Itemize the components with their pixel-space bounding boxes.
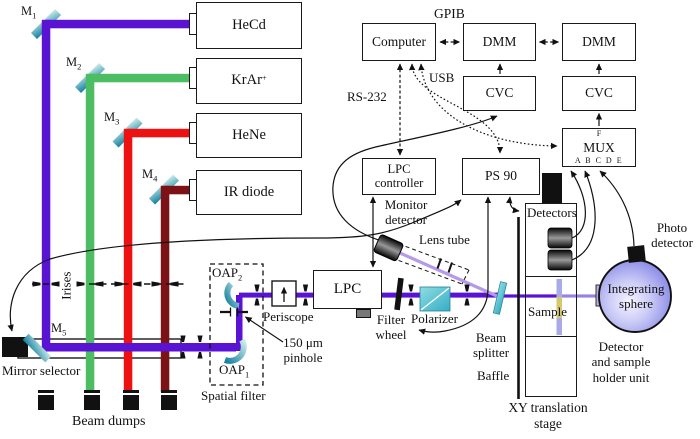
polarizer (419, 286, 451, 312)
m4-label: M4 (142, 167, 158, 184)
oap2-mirror (224, 281, 240, 309)
laser-hene-box: HeNe (196, 113, 302, 158)
irises-label: Irises (58, 271, 74, 300)
mirror-m5 (22, 333, 52, 363)
laser-hecd-box: HeCd (196, 2, 302, 49)
ir-aperture (189, 179, 197, 201)
beam-dump-cap (38, 390, 54, 393)
monitor-detector (373, 234, 404, 262)
detectors-label: Detectors (527, 205, 577, 220)
stage-bottom-box (525, 336, 577, 397)
rs232-label: RS-232 (347, 89, 387, 104)
spatial-filter-label: Spatial filter (201, 388, 266, 403)
hecd-label: HeCd (232, 16, 266, 33)
beam-post-sample (558, 294, 601, 298)
sample-label: Sample (528, 304, 567, 319)
ps90-label: PS 90 (485, 168, 517, 184)
ps90-to-mirror-selector (7, 199, 462, 332)
oap2-label: OAP2 (212, 265, 243, 283)
lpc-box: LPC (313, 270, 382, 309)
lpc-label: LPC (333, 280, 362, 297)
cvc-right-label: CVC (585, 85, 613, 101)
usb-label: USB (429, 70, 455, 85)
mux-ports-abcde: A B C D E (574, 156, 624, 165)
gpib-label: GPIB (434, 6, 465, 21)
dmm-right-label: DMM (582, 33, 616, 49)
mirror-selector-label: Mirror selector (2, 363, 81, 378)
oap1-mirror (223, 338, 247, 364)
ps90-to-xy-stage (506, 196, 520, 214)
baffle-label: Baffle (477, 368, 510, 383)
computer-box: Computer (362, 23, 436, 61)
detector-cylinders (547, 227, 573, 271)
krar-label: KrAr+ (231, 72, 267, 89)
lens-tube (391, 243, 470, 285)
lens-tube-label: Lens tube (419, 232, 470, 247)
detector2-to-mux-b (571, 170, 596, 261)
stage-top-connector (542, 173, 562, 204)
photo-detector-square (627, 245, 646, 263)
lpc-connector (356, 309, 371, 318)
signal-lines (7, 38, 635, 335)
pinhole (220, 307, 248, 317)
laser-ir-box: IR diode (196, 170, 302, 215)
cvc-right-box: CVC (562, 76, 636, 111)
mux-port-f: F (596, 129, 602, 138)
m5-label: M5 (51, 321, 67, 338)
beam-dump (38, 395, 54, 410)
m2-label: M2 (66, 55, 82, 72)
hecd-aperture (189, 13, 197, 35)
oap1-label: OAP1 (219, 362, 250, 380)
sample-strip (556, 279, 562, 335)
computer-label: Computer (372, 33, 426, 49)
polarizer-label: Polarizer (411, 311, 458, 326)
beam-dump-cap (161, 390, 177, 393)
filter-wheel (394, 277, 404, 311)
laser-krar-box: KrAr+ (196, 58, 302, 104)
dmm-left-box: DMM (463, 23, 536, 61)
detector1-to-mux-a (570, 170, 586, 239)
spatial-filter-box (209, 263, 264, 386)
beam-dumps-label: Beam dumps (72, 414, 146, 429)
cvc-left-label: CVC (485, 85, 514, 101)
beam-dump (161, 395, 177, 410)
hene-aperture (189, 122, 197, 144)
mirror-selector-block (2, 337, 28, 357)
krar-aperture (189, 67, 197, 89)
ps90-box: PS 90 (462, 158, 540, 195)
beam-splitter (492, 281, 508, 315)
dmm-left-label: DMM (482, 33, 517, 49)
irises-row (32, 281, 186, 287)
ps90-to-filter-wheel (418, 196, 492, 335)
hene-label: HeNe (232, 126, 266, 143)
mux-box: F MUX A B C D E (562, 128, 636, 167)
pinhole-pointer-arrow (245, 316, 284, 343)
dmm-right-box: DMM (562, 23, 636, 61)
m1-label: M1 (21, 4, 37, 21)
m3-label: M3 (104, 110, 120, 127)
cvc-left-box: CVC (463, 76, 536, 111)
beam-dump (84, 395, 100, 410)
irises-horizontal-beam (180, 284, 470, 359)
beam-dump-cap (84, 390, 100, 393)
ir-diode-label: IR diode (223, 183, 275, 200)
mux-label: MUX (583, 139, 615, 155)
periscope-label: Periscope (263, 309, 314, 324)
photo-detector-to-mux-c (599, 170, 635, 247)
beam-dump-cap (123, 390, 139, 393)
beam-dump (123, 395, 139, 410)
